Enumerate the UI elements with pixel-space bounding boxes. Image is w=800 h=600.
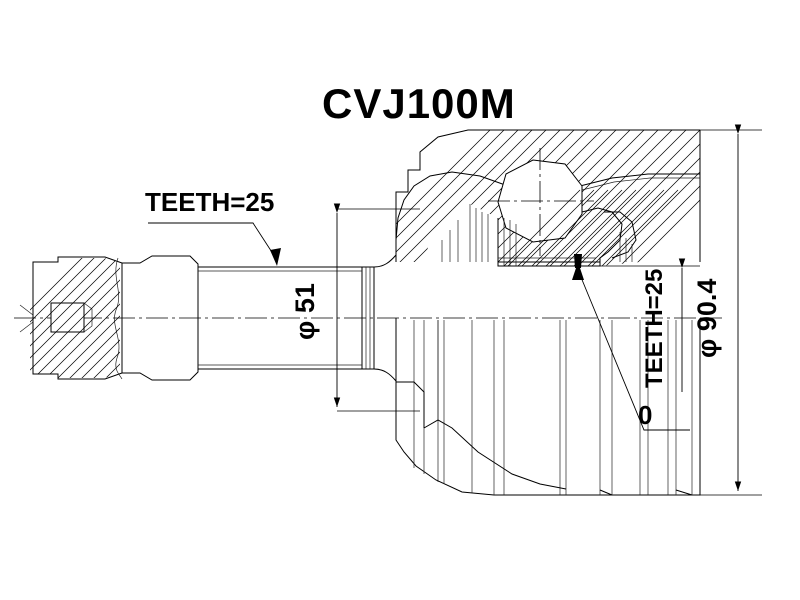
shaft-end-sectioned xyxy=(19,220,300,400)
joint-ball xyxy=(488,148,594,256)
drawing-title-text: CVJ100M xyxy=(322,80,516,127)
callout-inner-race-teeth: TEETH=25 xyxy=(600,258,700,392)
cage-internal-lines xyxy=(441,204,633,262)
inner-race-section xyxy=(469,189,679,268)
dimension-outer-diameter-label: φ 90.4 xyxy=(692,279,722,358)
drawing-title: CVJ100M xyxy=(322,80,516,127)
splined-shaft xyxy=(122,192,396,440)
section-hatching-shaft-end xyxy=(30,258,120,378)
callout-inner-race-teeth-label: TEETH=25 xyxy=(641,269,668,388)
dimension-shaft-diameter: φ 51 xyxy=(290,203,420,412)
outer-race-lower-outside-view xyxy=(396,318,700,495)
dimension-outer-diameter: φ 90.4 xyxy=(692,124,762,496)
dimension-shaft-diameter-label: φ 51 xyxy=(290,283,320,340)
callout-shaft-teeth: TEETH=25 xyxy=(145,187,281,266)
callout-offset-zero-label: 0 xyxy=(638,400,652,430)
callout-shaft-teeth-label: TEETH=25 xyxy=(145,187,274,217)
callout-offset-zero: 0 xyxy=(572,262,690,431)
